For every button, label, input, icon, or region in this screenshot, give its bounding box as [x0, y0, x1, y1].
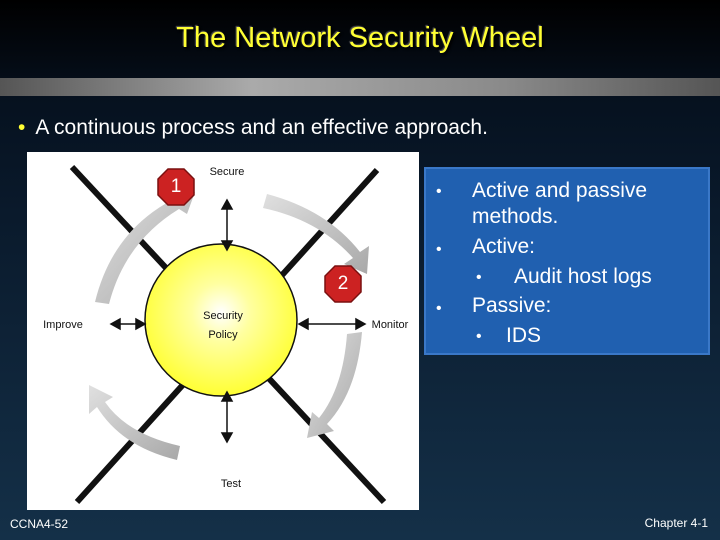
center-line1: Security — [203, 310, 243, 322]
intro-bullet: • A continuous process and an effective a… — [18, 116, 488, 140]
octagon-icon — [157, 168, 195, 206]
security-policy-circle — [144, 243, 298, 397]
item-3-sub: IDS — [506, 324, 542, 347]
intro-text: A continuous process and an effective ap… — [35, 116, 488, 139]
badge-2-label: 2 — [337, 273, 349, 294]
sub-bullet-icon: • — [476, 269, 482, 286]
arrow-monitor-test — [307, 332, 362, 438]
octagon-icon — [324, 265, 362, 303]
wheel-svg: Security Policy Secure Monitor Test Impr… — [43, 164, 409, 505]
footer-right: Chapter 4-1 — [644, 516, 708, 530]
double-arrows — [109, 198, 367, 444]
security-wheel-diagram: Security Policy Secure Monitor Test Impr… — [27, 152, 419, 510]
bullet-icon: • — [436, 241, 442, 258]
footer-left: CCNA4-52 — [10, 517, 69, 531]
arrow-test-improve — [89, 385, 180, 460]
item-2-sub: Audit host logs — [514, 265, 652, 288]
item-2-line1: Active: — [472, 235, 536, 258]
badge-2: 2 — [324, 265, 362, 303]
title-rule — [0, 78, 720, 96]
item-1-line1: Active and passive — [472, 179, 648, 202]
label-secure: Secure — [210, 166, 245, 178]
badge-1: 1 — [157, 168, 195, 206]
bullet-icon: • — [436, 300, 442, 317]
slide-title: The Network Security Wheel — [176, 22, 544, 54]
center-line2: Policy — [208, 329, 238, 341]
title-bar — [0, 0, 720, 78]
arrow-secure-monitor — [263, 194, 369, 274]
item-3-line1: Passive: — [472, 294, 552, 317]
sub-bullet-icon: • — [476, 328, 482, 345]
label-monitor: Monitor — [372, 319, 409, 331]
badge-1-label: 1 — [170, 176, 182, 197]
methods-textbox: • Active and passive methods. • Active: … — [424, 167, 710, 355]
label-test: Test — [221, 478, 241, 490]
bullet-icon: • — [436, 183, 442, 200]
label-improve: Improve — [43, 319, 83, 331]
item-1-line2: methods. — [472, 205, 559, 228]
bullet-icon: • — [18, 116, 26, 139]
